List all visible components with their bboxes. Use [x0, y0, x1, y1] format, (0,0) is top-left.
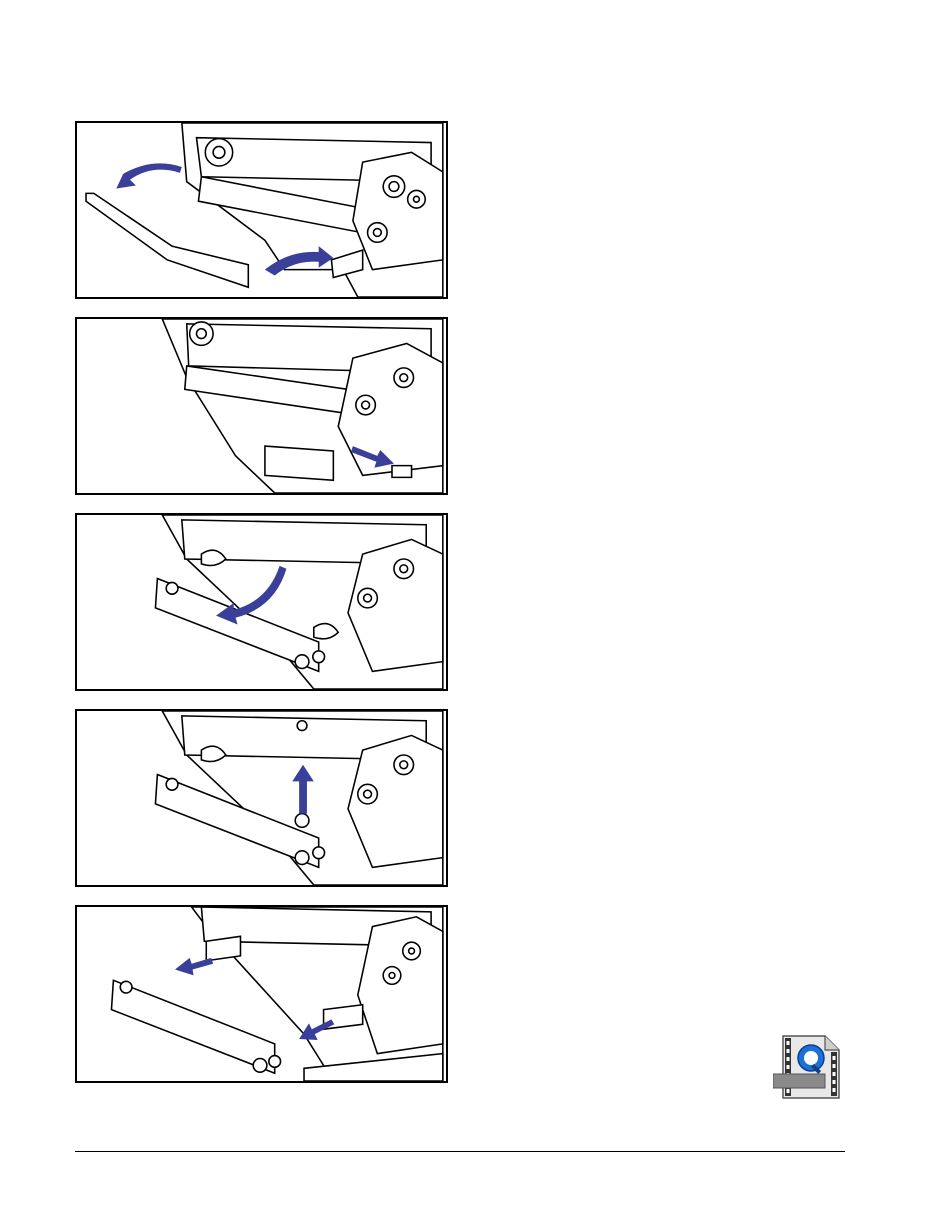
printer-mechanism-drawing	[77, 711, 446, 885]
step-1-illustration	[75, 121, 448, 299]
printer-mechanism-drawing	[77, 123, 446, 297]
footer-rule	[75, 1151, 845, 1152]
step-3-illustration	[75, 513, 448, 691]
printer-mechanism-drawing	[77, 907, 446, 1081]
step-5-illustration	[75, 905, 448, 1083]
step-2-illustration	[75, 317, 448, 495]
movie-file-icon	[773, 1034, 843, 1100]
printer-mechanism-drawing	[77, 515, 446, 689]
step-4-illustration	[75, 709, 448, 887]
printer-mechanism-drawing	[77, 319, 446, 493]
quicktime-movie-file-icon[interactable]	[773, 1034, 843, 1100]
